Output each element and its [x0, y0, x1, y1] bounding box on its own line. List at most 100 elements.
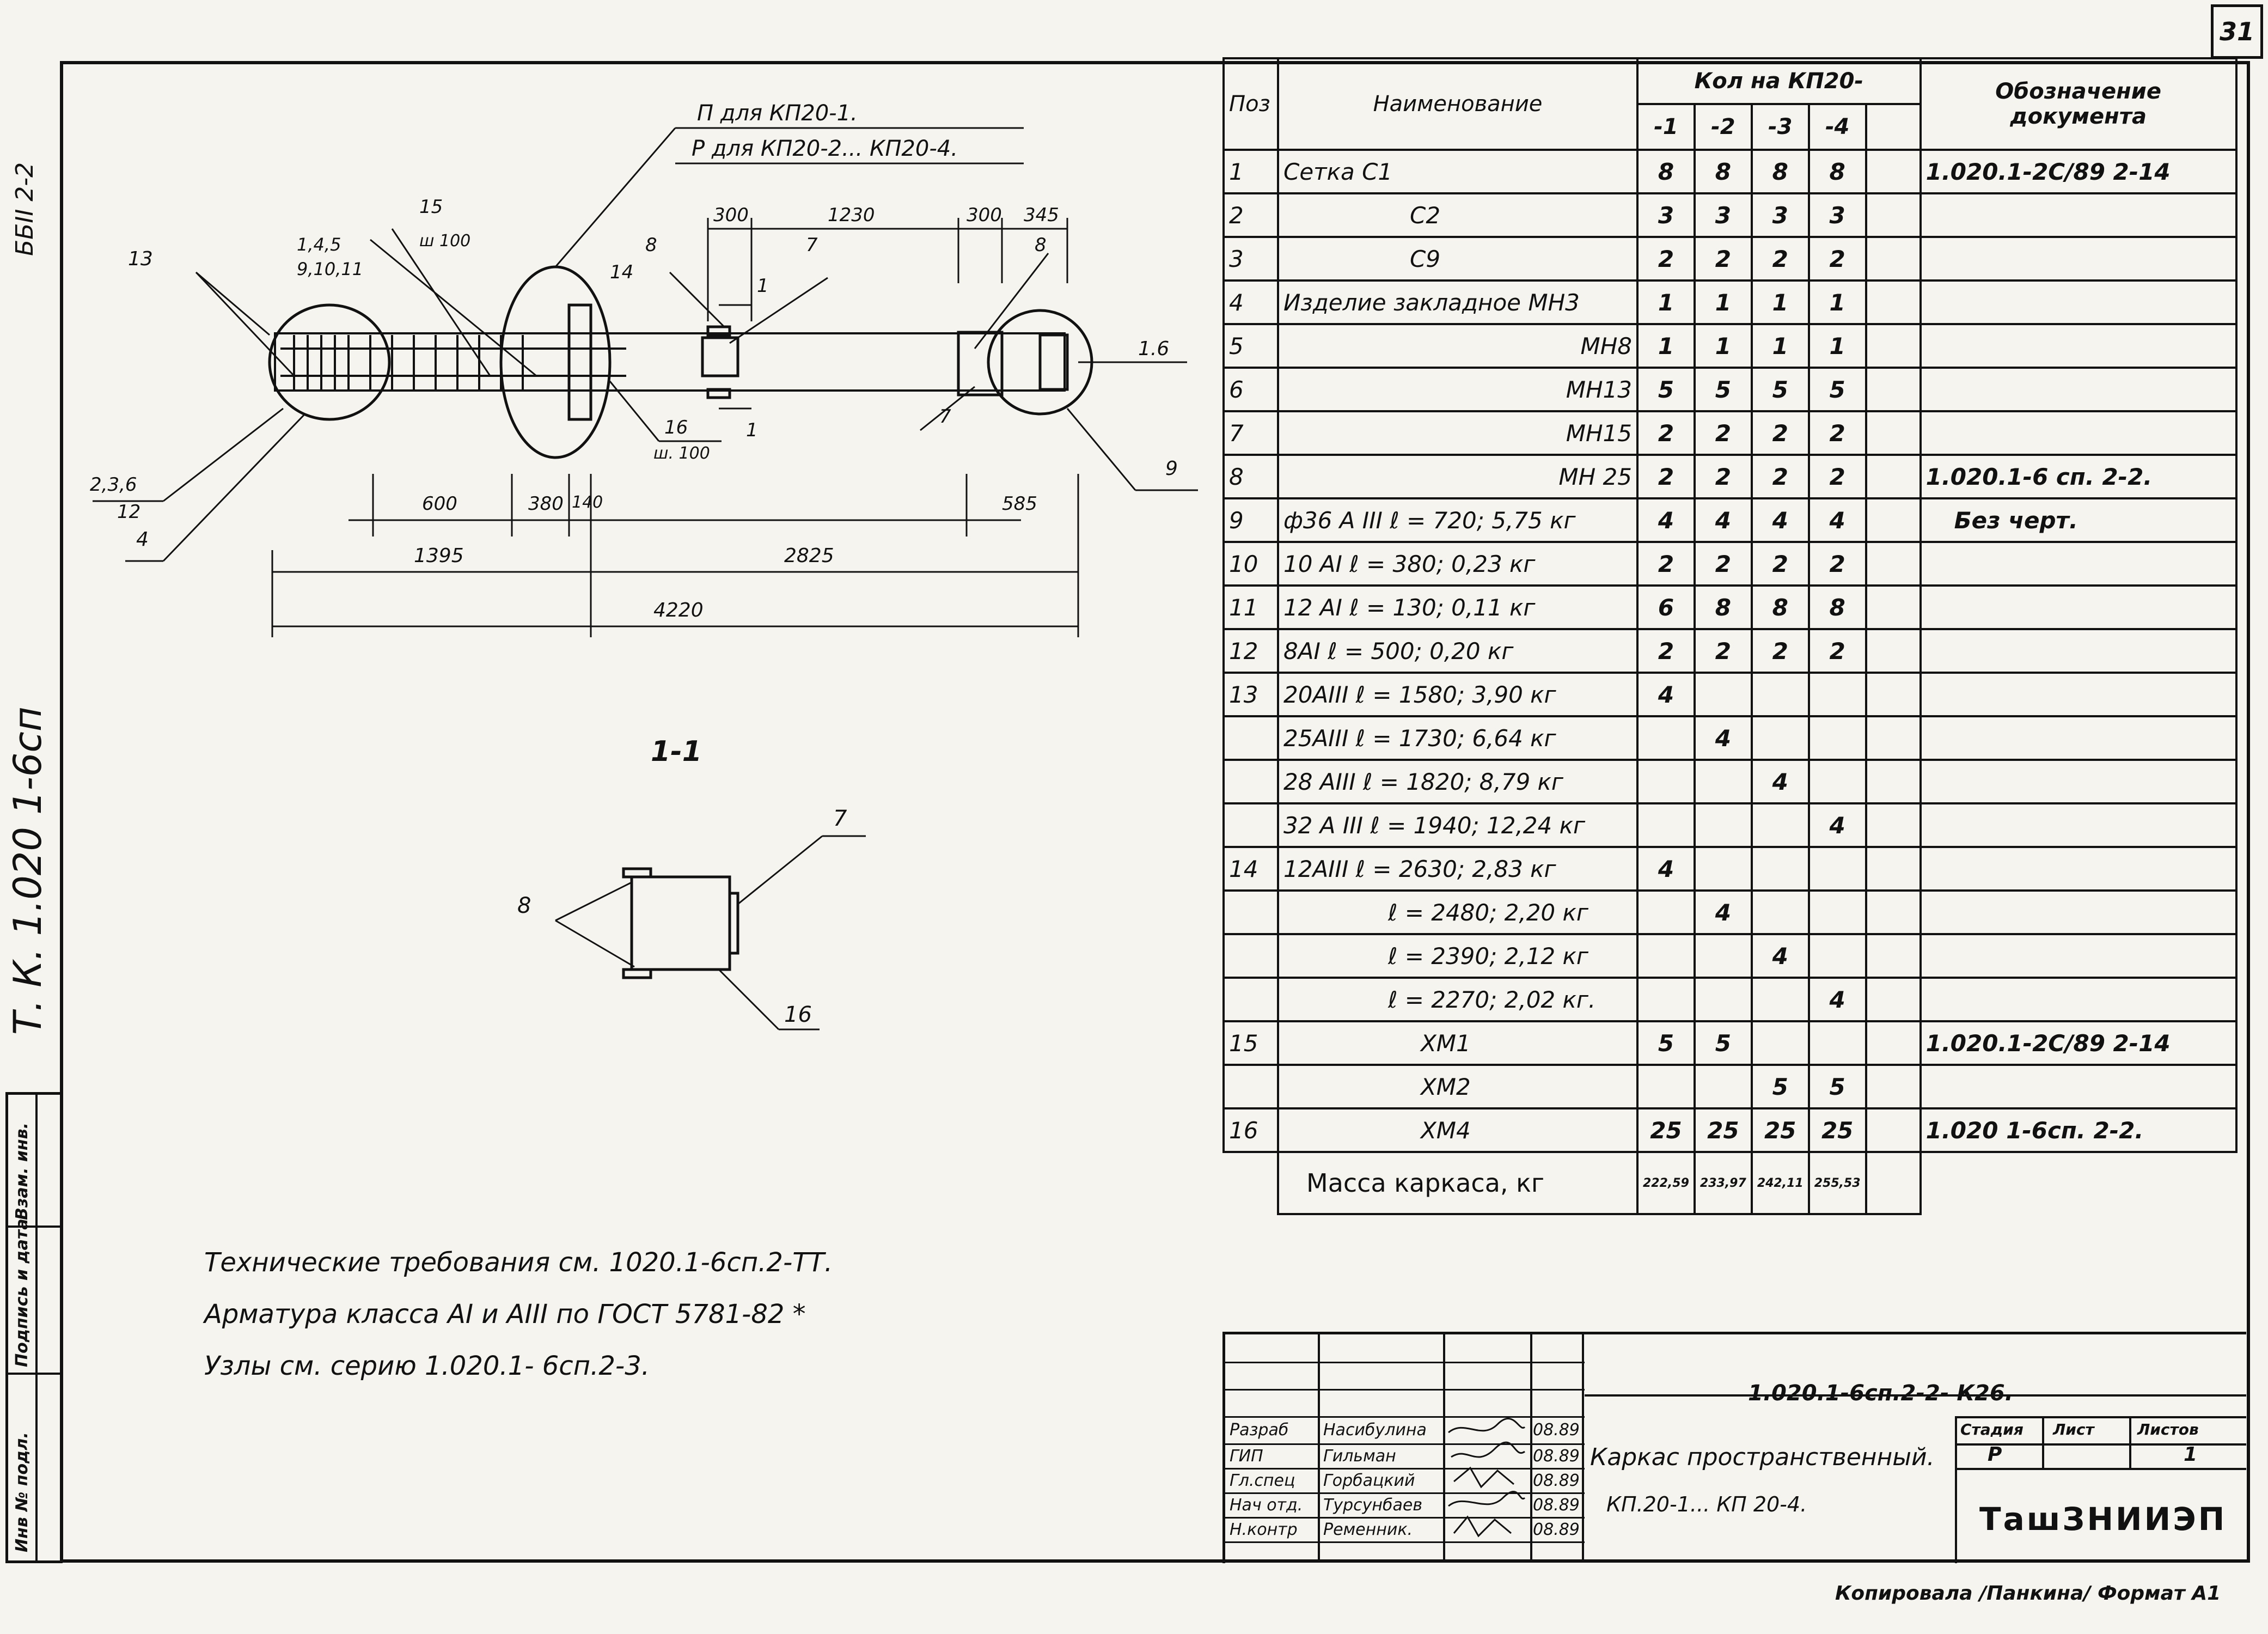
spec-qty-1 [1636, 933, 1696, 979]
spec-qty-2: 1 [1693, 279, 1753, 325]
spec-doc [1919, 584, 2238, 630]
tb-sheet-label: Лист [2053, 1420, 2094, 1438]
callout-16: 16 [664, 417, 688, 438]
dim-2825: 2825 [784, 545, 834, 567]
stamp-original-inv: Инв № подл. [13, 1432, 32, 1552]
spec-name: ХМ4 [1277, 1107, 1639, 1153]
frame-plan-drawing [93, 127, 1198, 637]
spec-qty-4 [1807, 715, 1867, 761]
spec-row: 2 С2 3 3 3 3 [1222, 192, 2238, 238]
tb-date-developer: 08.89 [1533, 1420, 1580, 1440]
spec-qty-empty [1864, 1107, 1922, 1153]
spec-pos [1222, 715, 1279, 761]
spec-qty-3: 4 [1750, 759, 1810, 804]
spec-qty-2: 25 [1693, 1107, 1753, 1153]
spec-qty-1 [1636, 715, 1696, 761]
spec-qty-2: 5 [1693, 367, 1753, 412]
spec-qty-empty [1864, 367, 1922, 412]
spec-row: 7 МН15 2 2 2 2 [1222, 410, 2238, 456]
spec-row: 10 10 АI ℓ = 380; 0,23 кг 2 2 2 2 [1222, 541, 2238, 587]
spec-pos: 8 [1222, 454, 1279, 499]
spec-qty-3: 5 [1750, 1064, 1810, 1109]
dim-1230: 1230 [828, 204, 875, 226]
section-title: 1-1 [651, 735, 702, 768]
spec-qty-1: 4 [1636, 497, 1696, 543]
spec-doc [1919, 367, 2238, 412]
spec-qty-4 [1807, 846, 1867, 892]
spec-row: 5 МН8 1 1 1 1 [1222, 323, 2238, 369]
header-pos: Поз [1222, 57, 1279, 151]
spec-pos: 3 [1222, 236, 1279, 282]
spec-qty-1 [1636, 1064, 1696, 1109]
spec-qty-empty [1864, 236, 1922, 282]
spec-qty-1: 25 [1636, 1107, 1696, 1153]
spec-doc: 1.020 1-6сп. 2-2. [1919, 1107, 2238, 1153]
spec-pos: 2 [1222, 192, 1279, 238]
section-callout-7: 7 [833, 806, 847, 831]
spec-name: Сетка С1 [1277, 149, 1639, 194]
spec-doc [1919, 279, 2238, 325]
spec-qty-2: 8 [1693, 149, 1753, 194]
spec-qty-empty [1864, 323, 1922, 369]
spec-row: ℓ = 2270; 2,02 кг. 4 [1222, 977, 2238, 1022]
spec-qty-empty [1864, 759, 1922, 804]
spec-pos [1222, 1064, 1279, 1109]
spec-doc [1919, 977, 2238, 1022]
spec-row: 3 С9 2 2 2 2 [1222, 236, 2238, 282]
spec-qty-1: 1 [1636, 279, 1696, 325]
spec-qty-2 [1693, 846, 1753, 892]
spec-qty-2: 2 [1693, 236, 1753, 282]
spec-qty-empty [1864, 584, 1922, 630]
spec-qty-2: 8 [1693, 584, 1753, 630]
dim-380: 380 [528, 493, 564, 515]
spec-pos [1222, 759, 1279, 804]
spec-doc [1919, 410, 2238, 456]
header-col-2: -2 [1693, 103, 1753, 151]
callout-236: 2,3,6 [90, 474, 137, 496]
tb-name-head-dept: Турсунбаев [1323, 1496, 1423, 1515]
spec-qty-4: 2 [1807, 454, 1867, 499]
spec-qty-3 [1750, 672, 1810, 717]
spec-qty-2: 2 [1693, 541, 1753, 587]
spec-qty-3: 5 [1750, 367, 1810, 412]
note-reinforcement: Арматура класса АI и АIII по ГОСТ 5781-8… [204, 1299, 806, 1330]
spec-qty-2: 2 [1693, 628, 1753, 674]
spec-qty-1: 3 [1636, 192, 1696, 238]
spec-qty-3: 8 [1750, 149, 1810, 194]
spec-qty-3 [1750, 715, 1810, 761]
header-doc: Обозначение документа [1919, 57, 2238, 151]
callout-1b: 1 [746, 419, 758, 441]
spec-name: 12 АI ℓ = 130; 0,11 кг [1277, 584, 1639, 630]
callout-8b: 8 [1035, 234, 1047, 256]
spec-qty-4: 8 [1807, 584, 1867, 630]
spec-qty-4: 4 [1807, 497, 1867, 543]
spec-qty-4: 2 [1807, 541, 1867, 587]
spec-pos: 6 [1222, 367, 1279, 412]
spec-qty-3 [1750, 977, 1810, 1022]
spec-row: 1 Сетка С1 8 8 8 8 1.020.1-2С/89 2-14 [1222, 149, 2238, 194]
spec-qty-4: 2 [1807, 410, 1867, 456]
spec-doc [1919, 715, 2238, 761]
spec-qty-3: 2 [1750, 236, 1810, 282]
spec-qty-3: 8 [1750, 584, 1810, 630]
spec-header-row-1: Поз Наименование Кол на КП20- Обозначени… [1222, 57, 2238, 151]
spec-row: 16 ХМ4 25 25 25 25 1.020 1-6сп. 2-2. [1222, 1107, 2238, 1153]
spec-qty-empty [1864, 279, 1922, 325]
spec-doc [1919, 192, 2238, 238]
tb-stage-value: Р [1988, 1443, 2002, 1466]
spec-qty-4: 25 [1807, 1107, 1867, 1153]
spec-doc: Без черт. [1919, 497, 2238, 543]
spec-qty-4: 8 [1807, 149, 1867, 194]
tb-date-gip: 08.89 [1533, 1447, 1580, 1466]
header-qty: Кол на КП20- [1636, 57, 1922, 105]
spec-qty-4: 1 [1807, 279, 1867, 325]
spec-name: 12АIII ℓ = 2630; 2,83 кг [1277, 846, 1639, 892]
mass-3: 242,11 [1750, 1151, 1810, 1215]
mass-2: 233,97 [1693, 1151, 1753, 1215]
spec-qty-1: 2 [1636, 541, 1696, 587]
spec-qty-3: 3 [1750, 192, 1810, 238]
spec-qty-3: 2 [1750, 410, 1810, 456]
dim-1395: 1395 [414, 545, 464, 567]
tb-organization: ТашЗНИИЭП [1979, 1501, 2227, 1538]
callout-1-6: 1.6 [1138, 338, 1170, 360]
